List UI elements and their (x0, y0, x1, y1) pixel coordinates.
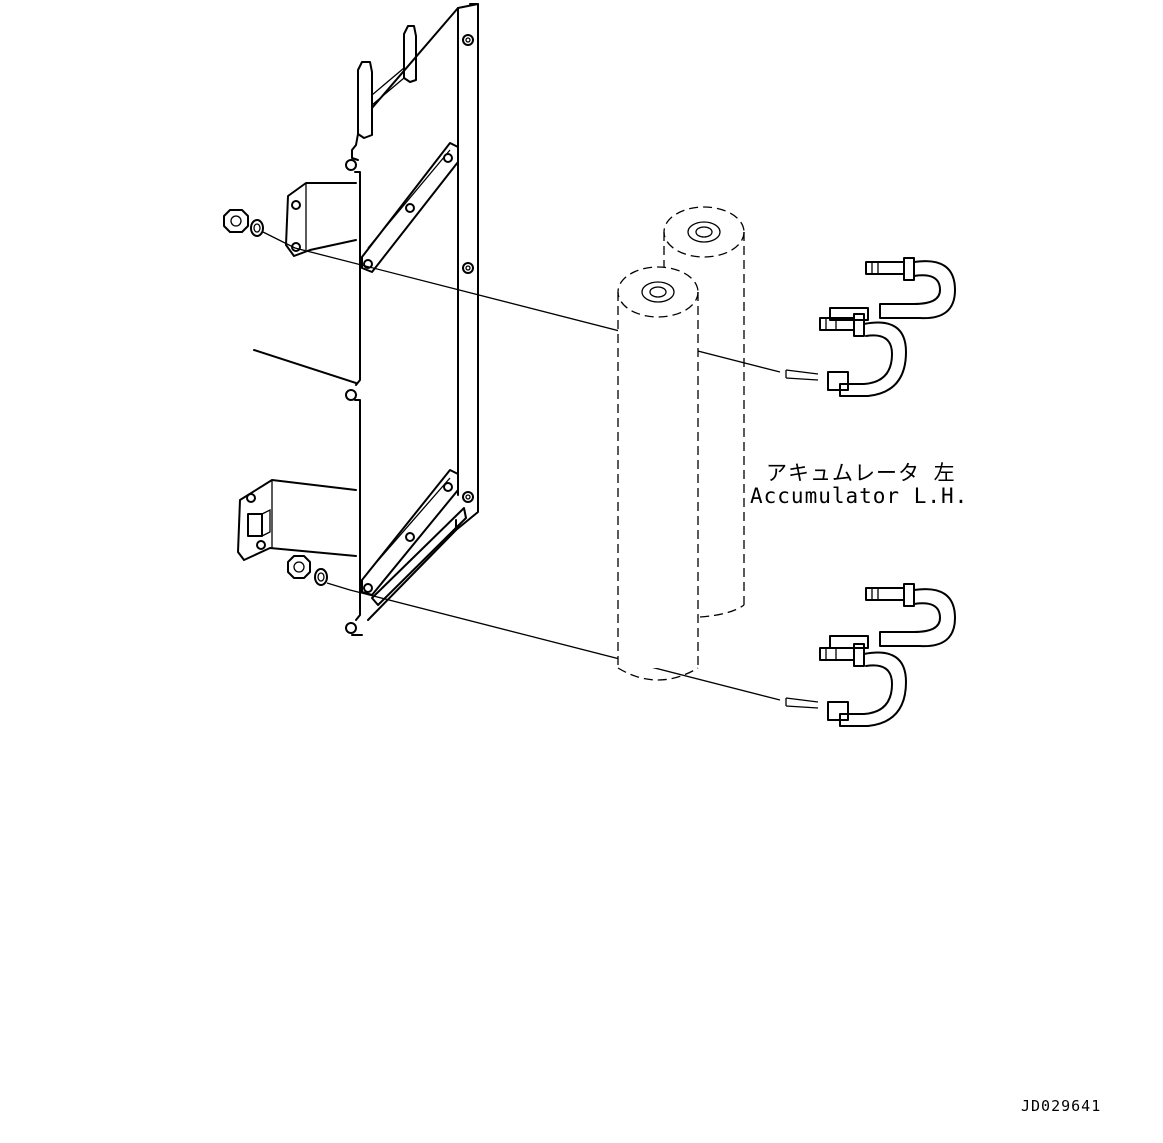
assembly-guide-lines (262, 231, 781, 701)
accumulator-label-english: Accumulator L.H. (750, 484, 969, 508)
u-bolt-clamp-lower-rear (865, 583, 956, 648)
accumulator-front (617, 266, 699, 681)
u-bolt-clamp-upper-front (785, 307, 907, 397)
nut-and-washer-upper (223, 209, 264, 237)
drawing-number: JD029641 (1021, 1097, 1102, 1115)
mounting-bracket (237, 3, 479, 636)
u-bolt-clamp-upper-rear (865, 257, 956, 320)
accumulator-label-japanese: アキュムレータ 左 (766, 461, 956, 485)
u-bolt-clamp-lower-front (785, 635, 907, 727)
nut-and-washer-lower (287, 555, 328, 586)
